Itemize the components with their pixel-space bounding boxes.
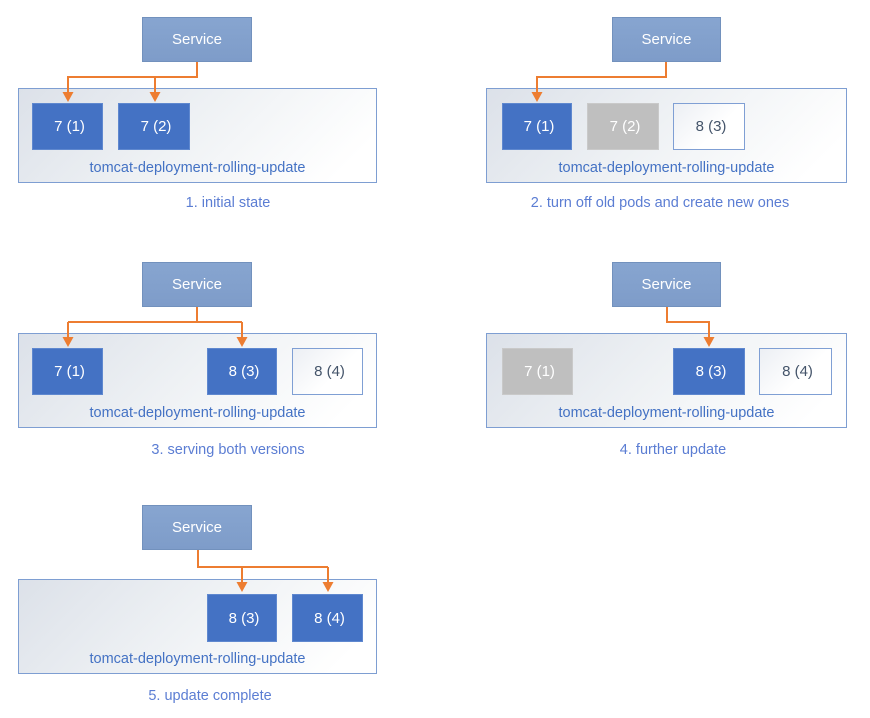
pod: 8 (3) bbox=[673, 348, 745, 395]
pod: 7 (1) bbox=[502, 348, 573, 395]
pod: 7 (1) bbox=[32, 348, 103, 395]
panel-5-connector-line bbox=[197, 550, 329, 582]
pod: 7 (1) bbox=[32, 103, 103, 150]
pod: 7 (2) bbox=[118, 103, 190, 150]
panel-caption: 4. further update bbox=[619, 442, 727, 458]
pod-label: 7 (1) bbox=[54, 118, 85, 135]
pod-label: 8 (4) bbox=[782, 363, 813, 380]
panel-caption: 2. turn off old pods and create new ones bbox=[530, 195, 790, 211]
pod-label: 7 (1) bbox=[524, 363, 555, 380]
pod-label: 8 (3) bbox=[695, 363, 727, 380]
service-label: Service bbox=[171, 519, 223, 536]
service-box: Service bbox=[612, 17, 721, 62]
panel-caption: 1. initial state bbox=[185, 195, 271, 211]
service-box: Service bbox=[142, 262, 252, 307]
service-label: Service bbox=[171, 31, 223, 48]
pod-label: 8 (3) bbox=[695, 118, 727, 135]
pod-label: 7 (1) bbox=[523, 118, 555, 135]
pod-label: 8 (4) bbox=[314, 363, 345, 380]
pod: 7 (2) bbox=[587, 103, 659, 150]
deployment-label: tomcat-deployment-rolling-update bbox=[89, 651, 306, 667]
service-box: Service bbox=[612, 262, 721, 307]
pod: 8 (4) bbox=[759, 348, 832, 395]
pod: 8 (4) bbox=[292, 594, 363, 642]
pod-label: 8 (4) bbox=[314, 609, 345, 627]
service-box: Service bbox=[142, 505, 252, 550]
pod-label: 8 (3) bbox=[228, 363, 260, 380]
deployment-label: tomcat-deployment-rolling-update bbox=[558, 405, 775, 421]
pod: 8 (3) bbox=[207, 594, 277, 642]
deployment-label: tomcat-deployment-rolling-update bbox=[558, 160, 775, 176]
service-label: Service bbox=[641, 31, 692, 48]
pod: 7 (1) bbox=[502, 103, 572, 150]
service-box: Service bbox=[142, 17, 252, 62]
pod: 8 (4) bbox=[292, 348, 363, 395]
pod: 8 (3) bbox=[673, 103, 745, 150]
panel-caption: 3. serving both versions bbox=[151, 442, 305, 458]
pod: 8 (3) bbox=[207, 348, 277, 395]
service-label: Service bbox=[641, 276, 692, 293]
pod-label: 7 (2) bbox=[609, 118, 641, 135]
pod-label: 8 (3) bbox=[228, 609, 260, 627]
panel-caption: 5. update complete bbox=[148, 688, 272, 704]
deployment-label: tomcat-deployment-rolling-update bbox=[89, 160, 306, 176]
deployment-label: tomcat-deployment-rolling-update bbox=[89, 405, 306, 421]
pod-label: 7 (1) bbox=[54, 363, 85, 380]
pod-label: 7 (2) bbox=[140, 118, 172, 135]
service-label: Service bbox=[171, 276, 223, 293]
